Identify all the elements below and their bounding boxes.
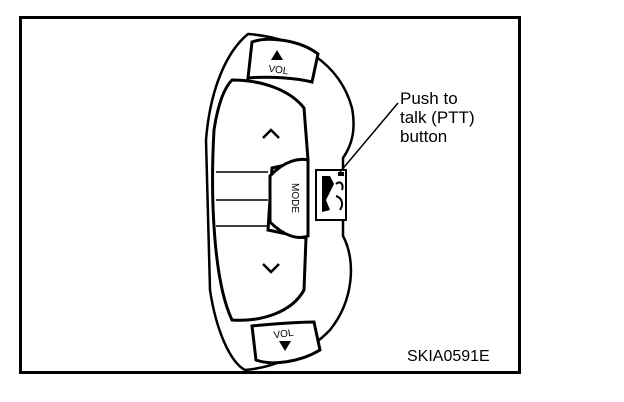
talking-head-icon bbox=[322, 172, 344, 212]
callout-leader-line bbox=[339, 102, 399, 173]
callout-line-1: Push to bbox=[400, 89, 458, 108]
chevron-up-icon bbox=[262, 128, 280, 139]
triangle-up-icon bbox=[271, 50, 283, 60]
callout-line-3: button bbox=[400, 127, 448, 146]
callout-line-2: talk (PTT) bbox=[400, 108, 475, 127]
vol-down-button[interactable]: VOL bbox=[250, 320, 322, 365]
ptt-button[interactable] bbox=[315, 169, 347, 221]
figure-code: SKIA0591E bbox=[407, 348, 490, 365]
chevron-down-icon bbox=[262, 263, 280, 274]
vol-up-label: VOL bbox=[268, 64, 290, 78]
seek-rocker[interactable] bbox=[211, 78, 310, 322]
triangle-down-icon bbox=[279, 341, 291, 351]
mode-label: MODE bbox=[289, 183, 300, 213]
ptt-callout: Push to talk (PTT) button bbox=[400, 89, 475, 146]
vol-up-button[interactable]: VOL bbox=[246, 37, 320, 84]
mode-button[interactable]: MODE bbox=[268, 157, 310, 239]
vol-down-label: VOL bbox=[273, 328, 295, 342]
